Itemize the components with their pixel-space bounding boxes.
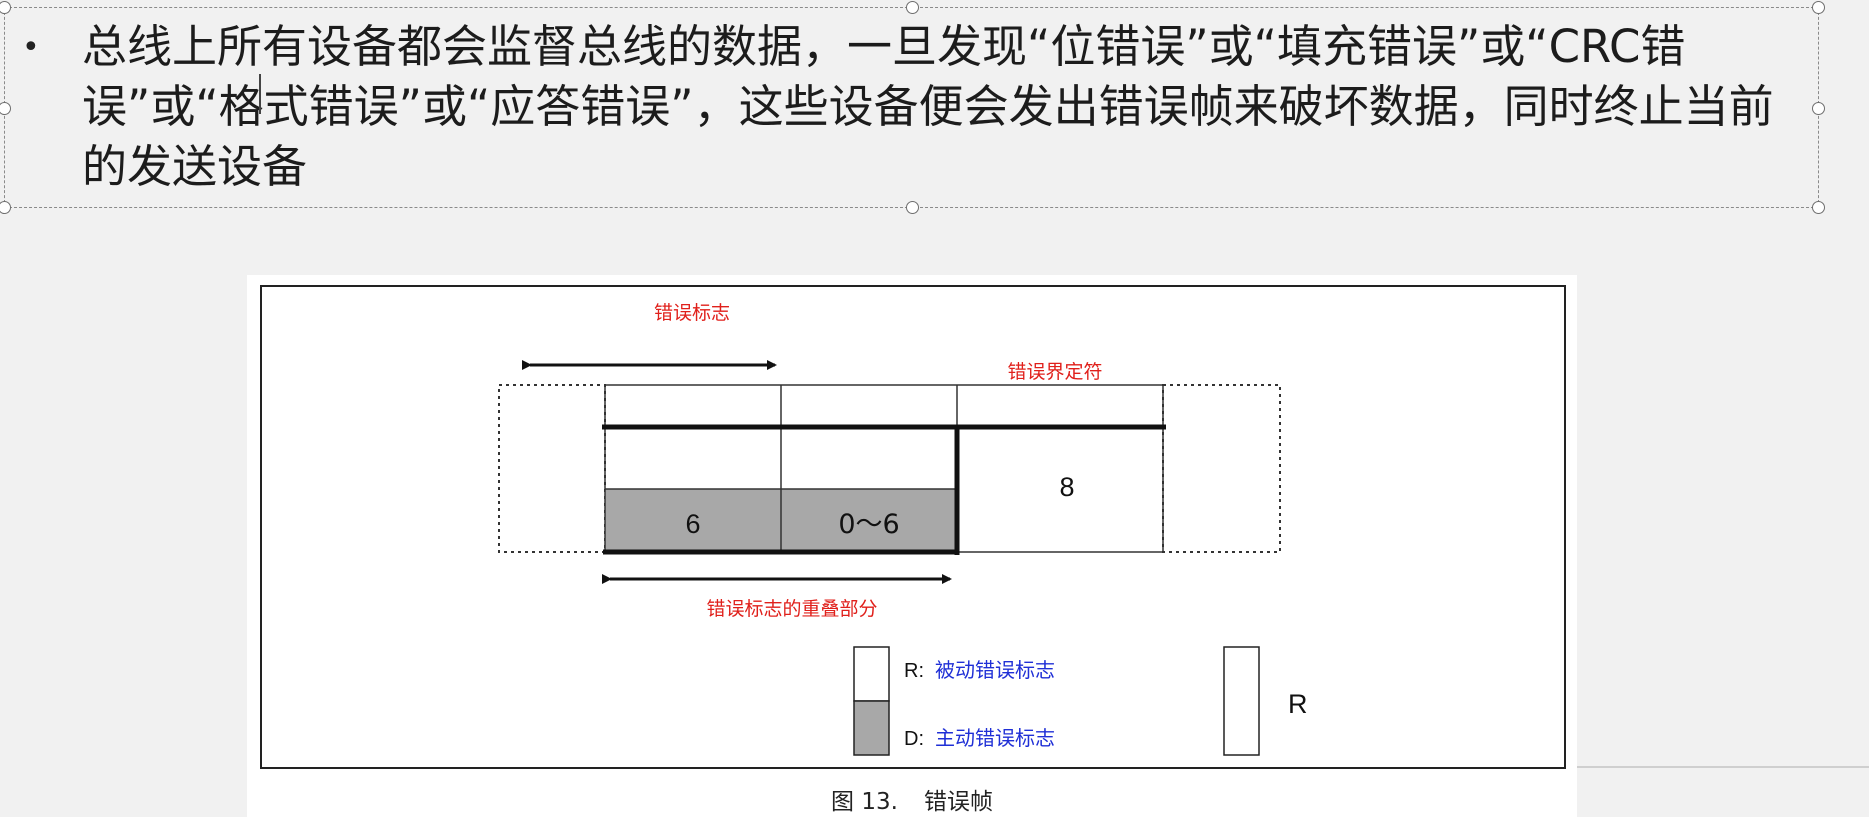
legend-r-prefix: R: [904,660,924,682]
overlap-flag-cell [781,489,957,552]
resize-handle-bottom[interactable] [906,201,919,214]
resize-handle-top-right[interactable] [1812,1,1825,14]
delimiter-bits: 8 [1059,472,1074,502]
resize-handle-top-left[interactable] [0,1,11,14]
recessive-box [1223,646,1260,756]
active-flag-cell [605,489,781,552]
figure-frame [260,285,1566,769]
resize-handle-right[interactable] [1812,102,1825,115]
overlap-label: 错误标志的重叠部分 [706,598,877,620]
resize-handle-left[interactable] [0,102,11,115]
bullet-marker: • [22,30,40,65]
caption-number: 图 13. [831,789,898,815]
legend-swatch-recessive [853,646,890,702]
legend-r-text: 被动错误标志 [935,658,1055,682]
error-frame-diagram: 错误标志 错误界定符 6 0～6 8 错误标志的重叠部分 R: 被动错误标志 [498,302,1308,756]
overlap-bits: 0～6 [838,509,899,540]
legend-swatch-dominant [853,700,890,756]
text-cursor [259,74,261,114]
recessive-box-label: R [1288,689,1308,719]
error-delimiter-label: 错误界定符 [1007,361,1102,383]
previous-field-dotted [498,384,606,553]
error-frame-figure[interactable]: 错误标志 错误界定符 6 0～6 8 错误标志的重叠部分 R: 被动错误标志 [247,275,1577,817]
next-field-dotted [1162,384,1281,553]
legend-d-prefix: D: [904,728,924,750]
caption-title: 错误帧 [923,789,993,815]
figure-caption: 图 13. 错误帧 [247,782,1577,816]
active-flag-bits: 6 [685,509,700,539]
slide-edge-line [1577,766,1869,768]
bullet-text-box[interactable] [0,1,1825,214]
legend-d-text: 主动错误标志 [935,726,1055,750]
bullet-text[interactable]: 总线上所有设备都会监督总线的数据，一旦发现“位错误”或“填充错误”或“CRC错误… [82,20,1774,193]
resize-handle-top[interactable] [906,1,919,14]
resize-handle-bottom-left[interactable] [0,201,11,214]
error-flag-label: 错误标志 [654,302,730,324]
resize-handle-bottom-right[interactable] [1812,201,1825,214]
